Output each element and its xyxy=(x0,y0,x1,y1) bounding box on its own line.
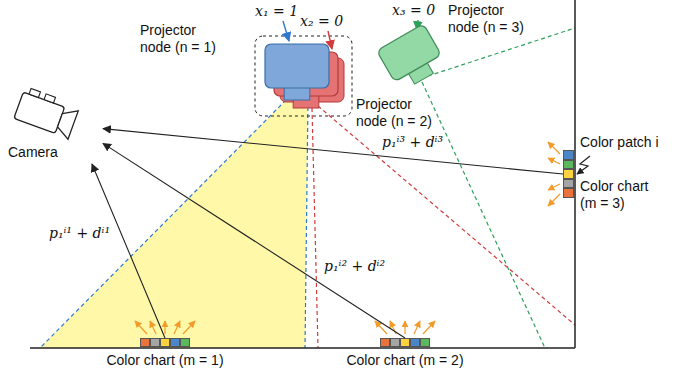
reflection-ray xyxy=(150,321,156,334)
reflection-ray xyxy=(548,184,560,190)
reflection-ray xyxy=(174,321,180,334)
color-patch xyxy=(563,160,574,170)
color-patch xyxy=(563,150,574,160)
projection-ray xyxy=(422,82,545,348)
projector-node: Projector node (n = 3) xyxy=(385,34,439,82)
node-label: Color chart (m = 1) xyxy=(106,352,223,369)
color-patch xyxy=(563,188,574,198)
color-chart: Color chart (m = 1) xyxy=(100,338,230,374)
projection-ray xyxy=(428,28,575,76)
wall-line xyxy=(574,0,576,348)
node-label: Projector node (n = 2) xyxy=(356,96,444,130)
color-patch xyxy=(180,338,190,347)
variable-label: x₁ = 1 xyxy=(255,3,298,20)
color-chart: Color chart (m = 2) xyxy=(340,338,470,374)
light-path-arrow xyxy=(103,129,563,174)
projector-icon xyxy=(265,44,329,100)
color-patch xyxy=(140,338,150,347)
color-patch xyxy=(563,179,574,189)
reflection-ray xyxy=(404,321,405,334)
edge-label: p₁ⁱ² + dⁱ² xyxy=(322,258,387,275)
color-patch xyxy=(380,338,390,347)
node-label: Color chart (m = 3) xyxy=(580,178,655,212)
reflection-ray xyxy=(548,158,560,164)
color-patch xyxy=(150,338,160,347)
projection-ray xyxy=(312,108,318,348)
callout-label: Color patch i xyxy=(580,134,659,151)
leader-arrow xyxy=(283,21,289,41)
leader-zigzag xyxy=(577,156,590,174)
floor-line xyxy=(30,347,575,349)
projection-ray xyxy=(305,100,308,348)
reflection-ray xyxy=(423,321,435,334)
light-path-arrow xyxy=(92,164,165,338)
node-label: Projector node (n = 3) xyxy=(448,2,536,36)
reflection-ray xyxy=(414,321,420,334)
edge-label: p₁ⁱ³ + dⁱ³ xyxy=(380,134,445,151)
light-cone xyxy=(40,100,308,348)
projection-ray xyxy=(40,100,286,348)
camera-node: Camera xyxy=(8,88,103,164)
variable-label: x₂ = 0 xyxy=(300,13,343,30)
reflection-ray xyxy=(183,321,195,334)
reflection-ray xyxy=(548,142,560,154)
color-patch xyxy=(563,169,574,179)
node-label: Projector node (n = 1) xyxy=(140,22,228,56)
color-patch xyxy=(390,338,400,347)
color-chart: Color chart (m = 3) xyxy=(563,150,655,214)
color-patch xyxy=(400,338,410,347)
reflection-ray xyxy=(548,194,560,206)
color-patch xyxy=(160,338,170,347)
reflection-ray xyxy=(164,321,165,334)
color-patch xyxy=(410,338,420,347)
node-label: Camera xyxy=(8,144,78,161)
group-outline xyxy=(255,36,352,116)
node-label: Color chart (m = 2) xyxy=(346,352,463,369)
edge-label: p₁ⁱ¹ + dⁱ¹ xyxy=(47,225,112,242)
color-patch xyxy=(170,338,180,347)
projector-icon xyxy=(385,34,439,82)
light-path-arrow xyxy=(103,143,405,338)
projector-node: Projector node (n = 1) xyxy=(265,44,329,100)
color-patch xyxy=(420,338,430,347)
leader-arrow xyxy=(328,31,332,49)
projection-ray xyxy=(318,106,575,325)
reflection-ray xyxy=(135,321,147,334)
variable-label: x₃ = 0 xyxy=(392,2,435,19)
